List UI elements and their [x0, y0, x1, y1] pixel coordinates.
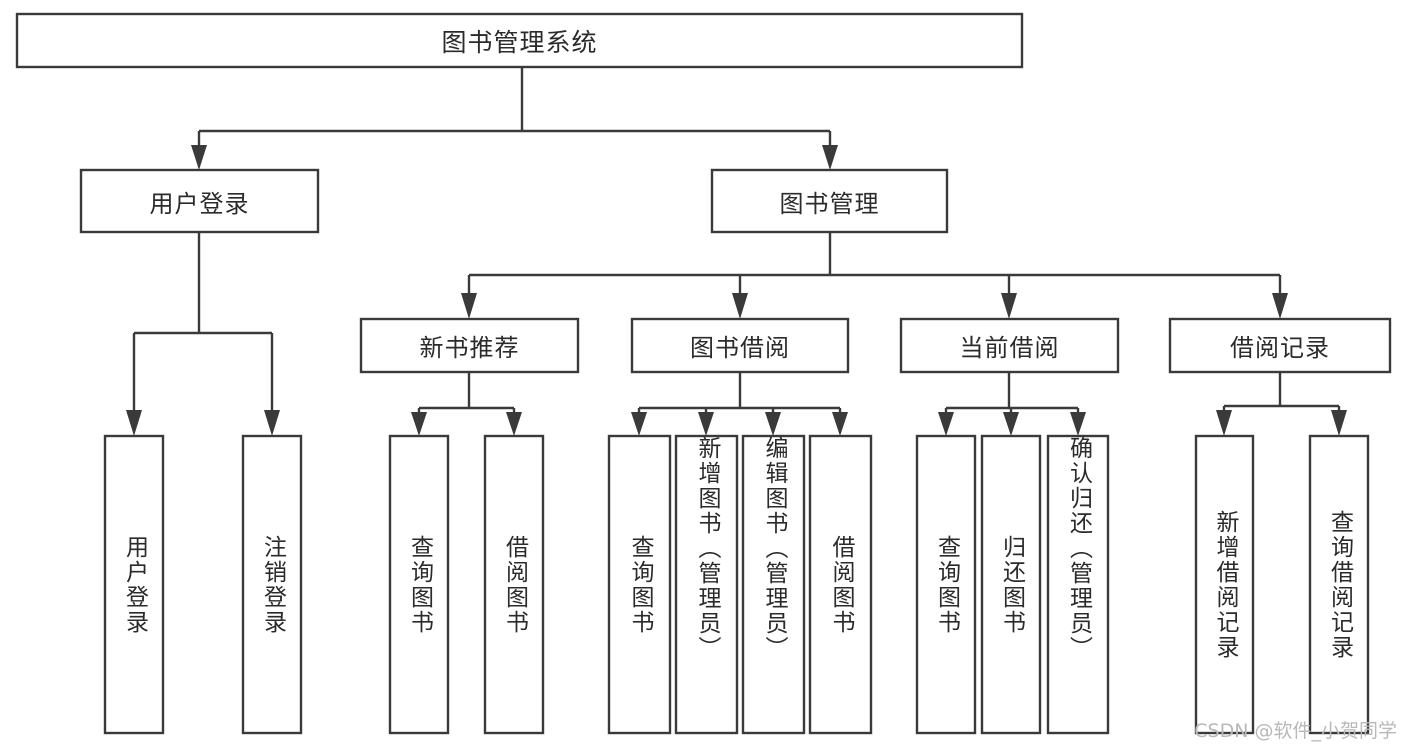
arrow-head-icon: [732, 293, 748, 319]
node-box-book-borrow[interactable]: [630, 317, 850, 374]
connector-group-borrow-record: [1216, 372, 1347, 436]
arrow-head-icon: [506, 412, 522, 436]
leaf-box-query-book-cb[interactable]: [915, 434, 977, 735]
leaf-box-add-borrow-record[interactable]: [1194, 434, 1255, 735]
arrow-head-icon: [411, 412, 427, 436]
node-box-new-book-recommend[interactable]: [359, 317, 580, 374]
arrow-head-icon: [126, 410, 142, 436]
leaf-box-edit-book-admin[interactable]: [741, 434, 806, 735]
leaf-box-query-borrow-record[interactable]: [1308, 434, 1370, 735]
arrow-head-icon: [1331, 410, 1347, 436]
leaf-box-borrow-book-bb[interactable]: [808, 434, 873, 735]
connector-group-root: [191, 67, 838, 170]
leaf-box-borrow-book-nbr[interactable]: [483, 434, 545, 735]
leaf-box-query-book-bb[interactable]: [607, 434, 672, 735]
node-box-book-management[interactable]: [710, 168, 949, 234]
arrow-head-icon: [938, 412, 954, 436]
leaf-box-query-book-nbr[interactable]: [388, 434, 450, 735]
arrow-head-icon: [1003, 412, 1019, 436]
arrow-head-icon: [822, 145, 838, 170]
arrow-head-icon: [191, 145, 207, 170]
arrow-head-icon: [1070, 412, 1086, 436]
arrow-head-icon: [264, 410, 280, 436]
leaf-box-user-login[interactable]: [103, 434, 165, 735]
node-box-borrow-record[interactable]: [1168, 317, 1392, 374]
connector-group-book-mgmt: [461, 232, 1288, 319]
arrow-head-icon: [1272, 293, 1288, 319]
node-box-root[interactable]: [15, 12, 1024, 69]
connector-group-book-borrow: [631, 372, 848, 436]
leaf-box-add-book-admin[interactable]: [674, 434, 739, 735]
node-box-current-borrow[interactable]: [899, 317, 1120, 374]
connector-group-current-borrow: [938, 372, 1086, 436]
connector-group-user-login: [126, 232, 280, 436]
arrow-head-icon: [832, 412, 848, 436]
connector-group-new-book-rec: [411, 372, 522, 436]
node-box-user-login[interactable]: [79, 168, 320, 234]
arrow-head-icon: [1001, 293, 1017, 319]
leaf-box-return-book[interactable]: [980, 434, 1042, 735]
arrow-head-icon: [461, 293, 477, 319]
leaf-box-logout[interactable]: [241, 434, 303, 735]
arrow-head-icon: [1216, 410, 1232, 436]
arrow-head-icon: [631, 412, 647, 436]
arrow-head-icon: [765, 412, 781, 436]
arrow-head-icon: [698, 412, 714, 436]
leaf-box-confirm-return-admin[interactable]: [1046, 434, 1110, 735]
